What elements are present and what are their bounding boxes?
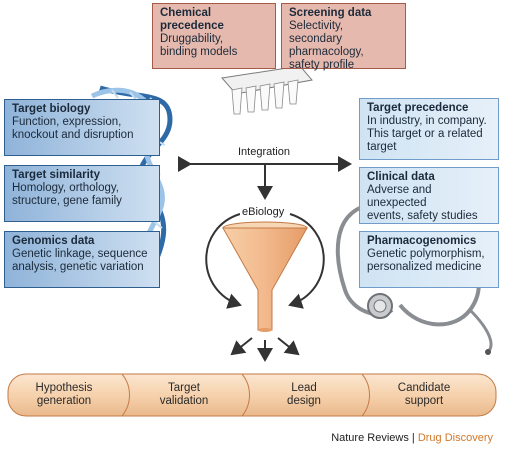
box-title: Target biology xyxy=(12,103,91,115)
funnel-icon xyxy=(222,221,308,332)
pharmacogenomics-box: Pharmacogenomics Genetic polymorphism, p… xyxy=(359,231,499,288)
box-text: Adverse and unexpected events, safety st… xyxy=(367,184,478,222)
target-similarity-box: Target similarity Homology, orthology, s… xyxy=(4,165,160,222)
chemical-precedence-box: Chemical precedence Druggability, bindin… xyxy=(152,3,276,69)
cycle-arrows xyxy=(205,213,325,309)
well-plate-icon xyxy=(221,65,313,115)
genomics-data-box: Genomics data Genetic linkage, sequence … xyxy=(4,231,160,288)
integration-arrows xyxy=(178,156,352,200)
box-text: Druggability, binding models xyxy=(160,33,238,58)
ebiology-label: eBiology xyxy=(240,206,287,218)
integration-label: Integration xyxy=(236,146,292,158)
journal-name: Nature Reviews xyxy=(331,432,409,444)
box-title: Screening data xyxy=(289,7,372,19)
box-text: Selectivity, secondary pharmacology, saf… xyxy=(289,20,364,71)
target-biology-box: Target biology Function, expression, kno… xyxy=(4,99,160,156)
box-title: Chemical precedence xyxy=(160,7,224,32)
box-title: Pharmacogenomics xyxy=(367,235,477,247)
target-precedence-box: Target precedence In industry, in compan… xyxy=(359,98,499,160)
output-arrows xyxy=(230,337,300,362)
screening-data-box: Screening data Selectivity, secondary ph… xyxy=(281,3,406,71)
pipeline-stage-candidate: Candidate support xyxy=(397,382,451,407)
journal-section: Drug Discovery xyxy=(417,432,493,444)
pipeline-bar xyxy=(7,373,497,417)
pipeline-stage-validation: Target validation xyxy=(159,382,209,407)
box-title: Target similarity xyxy=(12,169,100,181)
box-title: Genomics data xyxy=(12,235,95,247)
box-text: Genetic linkage, sequence analysis, gene… xyxy=(12,248,148,273)
pipeline-stage-hypothesis: Hypothesis generation xyxy=(35,382,93,407)
journal-credit: Nature Reviews | Drug Discovery xyxy=(331,432,493,444)
box-text: Homology, orthology, structure, gene fam… xyxy=(12,182,122,207)
box-text: Function, expression, knockout and disru… xyxy=(12,116,134,141)
box-title: Target precedence xyxy=(367,102,469,114)
box-text: Genetic polymorphism, personalized medic… xyxy=(367,248,485,273)
box-text: In industry, in company. This target or … xyxy=(367,115,487,153)
box-title: Clinical data xyxy=(367,171,435,183)
credit-separator: | xyxy=(408,432,418,444)
clinical-data-box: Clinical data Adverse and unexpected eve… xyxy=(359,167,499,224)
pipeline-stage-lead: Lead design xyxy=(287,382,321,407)
stethoscope-icon xyxy=(335,203,493,355)
